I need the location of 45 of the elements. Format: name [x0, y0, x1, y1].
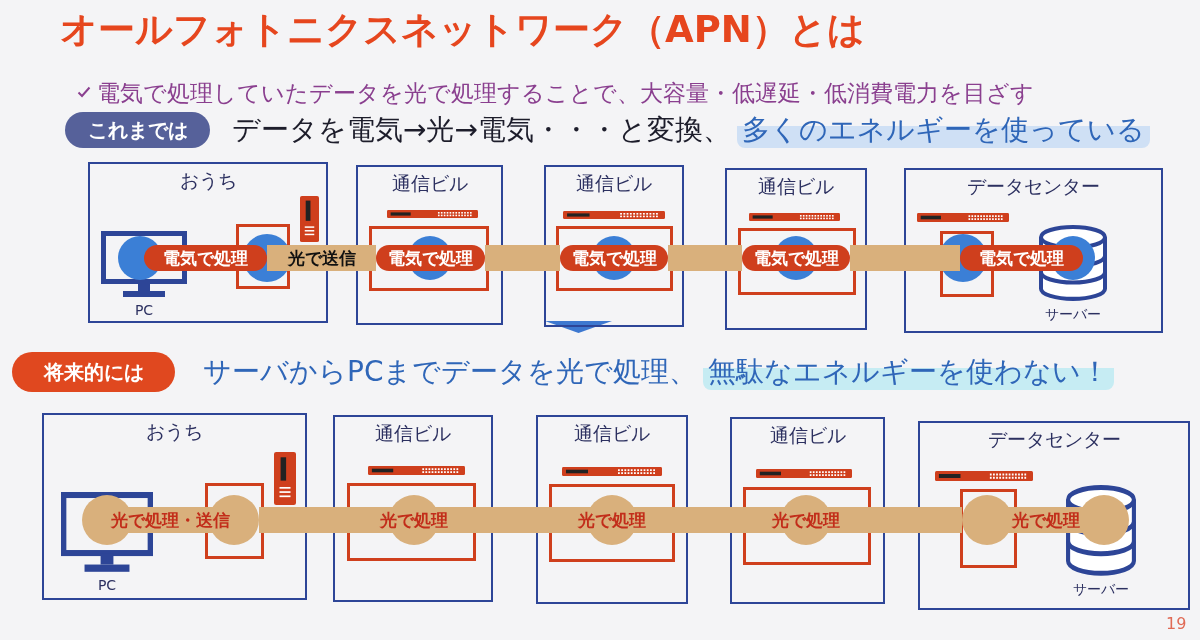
site-frame	[904, 168, 1163, 333]
site-title: 通信ビル	[391, 172, 468, 194]
light-processing-node: 光で処理	[369, 495, 459, 545]
site-title: 通信ビル	[758, 175, 834, 197]
processing-pill: 電気で処理	[144, 245, 267, 271]
site-title: データセンター	[987, 428, 1121, 450]
processing-pill: 電気で処理	[960, 245, 1083, 271]
edge-label: 光で送信	[284, 247, 359, 269]
site-frame	[536, 415, 688, 604]
scenario-tag: 将来的には	[12, 352, 175, 392]
subtitle-text: 電気で処理していたデータを光で処理することで、大容量・低遅延・低消費電力を目ざす	[97, 79, 1034, 108]
site-frame	[42, 413, 307, 600]
site-title: 通信ビル	[769, 424, 846, 446]
heading-text: サーバからPCまでデータを光で処理、	[203, 354, 698, 390]
processing-pill: 電気で処理	[376, 245, 485, 271]
link-band	[668, 245, 742, 271]
light-processing-node: 光で処理	[962, 495, 1129, 545]
device-label: PC	[97, 576, 117, 594]
site-frame	[725, 168, 867, 330]
link-band	[267, 245, 376, 271]
site-title: 通信ビル	[576, 172, 652, 194]
page-number: 19	[1166, 613, 1187, 635]
site-title: データセンター	[967, 175, 1100, 197]
site-title: おうち	[146, 420, 203, 442]
light-processing-node: 光で処理	[761, 495, 851, 545]
slide-title: オールフォトニクスネットワーク（APN）とは	[60, 8, 865, 52]
device-label: サーバー	[1045, 305, 1101, 323]
site-frame	[356, 165, 503, 325]
processing-pill: 電気で処理	[742, 245, 850, 271]
site-frame	[918, 421, 1190, 610]
link-band	[485, 245, 560, 271]
light-processing-node: 光で処理・送信	[82, 495, 259, 545]
link-band	[850, 245, 960, 271]
heading-text: データを電気→光→電気・・・と変換、	[232, 112, 731, 148]
scenario-tag: これまでは	[65, 112, 210, 148]
device-label: サーバー	[1073, 580, 1129, 598]
site-frame	[544, 165, 684, 327]
site-title: おうち	[179, 169, 237, 191]
processing-pill: 電気で処理	[560, 245, 668, 271]
light-processing-node: 光で処理	[567, 495, 657, 545]
site-frame	[333, 415, 493, 602]
device-label: PC	[134, 301, 154, 319]
site-title: 通信ビル	[375, 422, 451, 444]
site-title: 通信ビル	[574, 422, 650, 444]
site-frame	[730, 417, 885, 604]
